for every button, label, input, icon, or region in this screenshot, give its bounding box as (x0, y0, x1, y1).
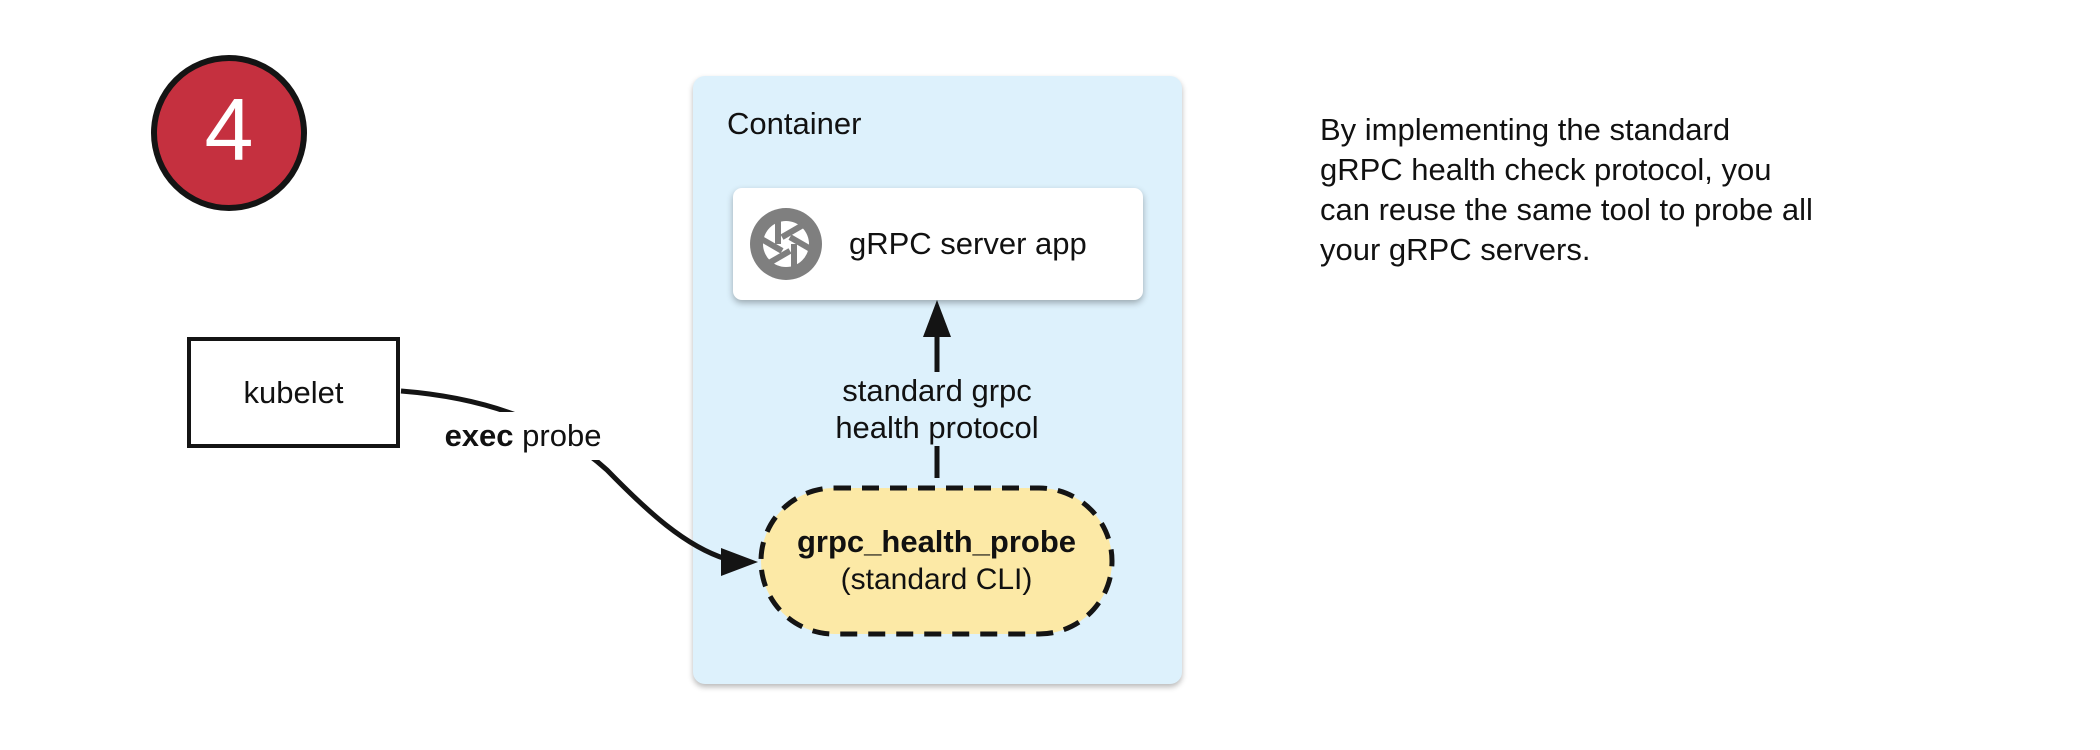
grpc-aperture-icon (750, 208, 822, 280)
grpc-health-probe-pill: grpc_health_probe (standard CLI) (758, 485, 1115, 637)
step-number-badge: 4 (151, 55, 307, 211)
probe-pill-subtitle: (standard CLI) (840, 563, 1033, 596)
health-protocol-label-line2: health protocol (835, 410, 1039, 445)
note-line: can reuse the same tool to probe all (1320, 192, 1813, 227)
health-protocol-label: standard grpc health protocol (787, 372, 1087, 446)
kubelet-box: kubelet (187, 337, 400, 448)
exec-probe-label-rest: probe (513, 418, 602, 453)
note-text: By implementing the standard gRPC health… (1320, 110, 1813, 270)
exec-probe-label: exec probe (425, 412, 621, 460)
note-line: By implementing the standard (1320, 112, 1731, 147)
grpc-server-app-box: gRPC server app (733, 188, 1143, 300)
exec-probe-label-emphasis: exec (444, 418, 514, 453)
note-line: your gRPC servers. (1320, 232, 1591, 267)
note-line: gRPC health check protocol, you (1320, 152, 1772, 187)
grpc-server-app-label: gRPC server app (849, 226, 1087, 261)
step-number: 4 (204, 80, 254, 179)
probe-pill-dashed-outline (758, 485, 1115, 637)
health-protocol-label-line1: standard grpc (842, 373, 1032, 408)
probe-pill-title: grpc_health_probe (796, 524, 1077, 559)
kubelet-label: kubelet (243, 374, 344, 410)
container-title: Container (727, 106, 862, 141)
probe-pill-text: grpc_health_probe (standard CLI) (758, 485, 1115, 637)
